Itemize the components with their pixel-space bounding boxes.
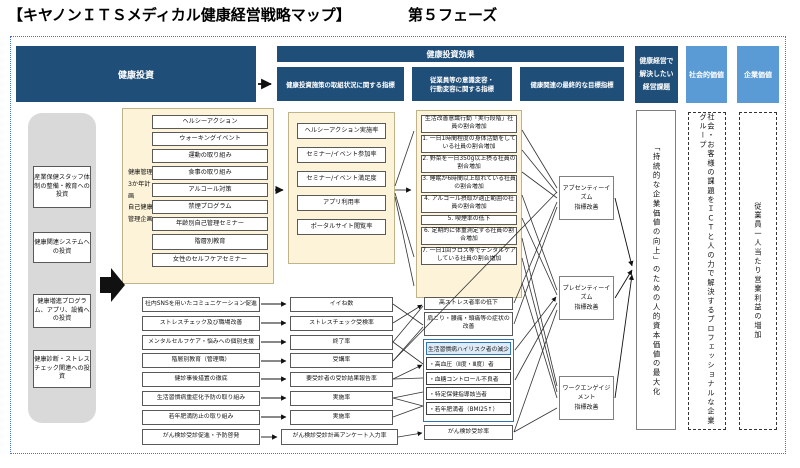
behavior-metric: 4. アルコール摂取が適正範囲の社員の割合増加 (421, 194, 517, 213)
behavior-metric: 6. 定期的に体重測定する社員の割合増加 (421, 226, 517, 245)
corporate-value-text: 従業員一人当たり営業利益の増加 (753, 202, 763, 340)
investment-item-program: 健康増進プログラム、アプリ、設備への投資 (33, 294, 91, 328)
plan-label-line3: 自己健康 (128, 204, 153, 212)
status-metric: アプリ利用率 (297, 195, 386, 211)
goal-line2: 指標改善 (574, 303, 599, 311)
status-metric: セミナー/イベント満足度 (297, 171, 386, 187)
plan-label-line1: 健康管理 (128, 169, 153, 176)
behavior-metric: 生活改善意識行動「実行段階」社員の割合増加 (421, 115, 517, 133)
program-box: 生活習慣病重症化予防の取り組み (142, 391, 260, 406)
plan-item: 階層別教育 (152, 234, 268, 250)
investment-item-checkup: 健康診断・ストレスチェック関連への投資 (33, 350, 91, 388)
header-management-issue: 健康経営で 解決したい 経営課題 (635, 46, 678, 103)
goal-line1: ワークエンゲイジメント (562, 384, 611, 402)
goal-absenteeism: アブセンティーイズム 指標改善 (559, 176, 614, 220)
investment-item-staff: 産業保健スタッフ体制の整備・教育への投資 (33, 166, 91, 208)
plan-items: ヘルシーアクション ウォーキングイベント 運動の取り組み 食事の取り組み アルコ… (152, 115, 268, 267)
behavior-metric: 3. 睡眠が6時間以上取れている社員の割合増加 (421, 174, 517, 193)
goal-engagement: ワークエンゲイジメント 指標改善 (559, 376, 614, 420)
header-corporate-value: 企業価値 (737, 46, 779, 103)
risk-item: ・特定保健指導該当者 (426, 387, 511, 400)
metric-box: がん検診受診計画アンケート入力率 (281, 429, 398, 445)
program-box: メンタルセルフケア・悩みへの個別支援 (142, 335, 260, 350)
goal-line1: アブセンティーイズム (562, 184, 611, 202)
program-box: 階層別教育（管理職） (142, 353, 260, 368)
risk-group-header: 生活習慣病ハイリスク者の減少 (426, 342, 511, 355)
status-metric: ポータルサイト閲覧率 (297, 219, 386, 235)
header-status-metrics: 健康投資施策の取組状況に関する指標 (277, 67, 404, 101)
issue-line2: 解決したい (639, 70, 674, 79)
outcome-symptom: 肩こり・腰痛・頭痛等の症状の改善 (424, 312, 513, 336)
program-box: ストレスチェック及び職場改善 (142, 316, 260, 331)
goal-line1: プレゼンティーイズム (562, 284, 611, 302)
header-goal-metrics: 健康関連の最終的な目標指標 (520, 67, 624, 101)
status-metrics-box: ヘルシーアクション実施率 セミナー/イベント参加率 セミナー/イベント満足度 ア… (288, 112, 395, 264)
goal-presenteeism: プレゼンティーイズム 指標改善 (559, 276, 614, 320)
corporate-value-box: 従業員一人当たり営業利益の増加 (739, 112, 777, 430)
metric-box: 実施率 (290, 391, 393, 406)
behavior-metric: 7. 一日1回フロス等でデンタルケアしている社員の割合増加 (421, 246, 517, 265)
header-social-value: 社会的価値 (686, 46, 727, 103)
metric-box: 要受診者の受診結果報告率 (290, 372, 393, 387)
metric-box: 終了率 (290, 335, 393, 350)
human-capital-box: 「持続的な企業価値の向上」のための人的資本価値の最大化 (636, 110, 676, 430)
risk-item: ・若年肥満者（BMI25↑） (426, 402, 511, 415)
plan-item: ヘルシーアクション (152, 115, 268, 129)
issue-line3: 経営課題 (642, 82, 671, 91)
metric-box: ストレスチェック受検率 (290, 316, 393, 331)
plan-label: 健康管理 3か年計画 自己健康 管理企画 (128, 167, 154, 226)
human-capital-text: 「持続的な企業価値の向上」のための人的資本価値の最大化 (652, 143, 662, 397)
risk-item: ・血糖コントロール不良者 (426, 372, 511, 385)
plan-item: 食事の取り組み (152, 166, 268, 180)
plan-item: 禁煙プログラム (152, 200, 268, 214)
map-frame (10, 36, 786, 454)
metric-box: 受講率 (290, 353, 393, 368)
plan-box: 健康管理 3か年計画 自己健康 管理企画 ヘルシーアクション ウォーキングイベン… (122, 108, 274, 284)
plan-item: ウォーキングイベント (152, 132, 268, 146)
investment-column: 産業保健スタッフ体制の整備・教育への投資 健康関連システムへの投資 健康増進プロ… (28, 113, 96, 423)
header-behavior-metrics: 従業員等の意識変容・ 行動変容に関する指標 (412, 67, 512, 101)
plan-item: 年齢別自己管理セミナー (152, 217, 268, 231)
behavior-metrics-box: 生活改善意識行動「実行段階」社員の割合増加 1. 一日1時間程度の身体活動をして… (416, 110, 522, 298)
header-investment: 健康投資 (16, 46, 256, 102)
behavior-metric: 2. 野菜を一日350g以上摂る社員の割合増加 (421, 154, 517, 173)
header-behavior-line1: 従業員等の意識変容・ (430, 76, 494, 84)
header-behavior-line2: 行動変容に関する指標 (430, 85, 494, 93)
metric-box: イイね数 (290, 297, 393, 312)
social-value-box: 社会・お客様の課題をＩＣＴと人の力で解決するプロフェッショナルな企業グループ (688, 112, 726, 430)
program-box: 社内SNSを用いたコミュニケーション促進 (142, 297, 260, 312)
program-box: 若年肥満防止の取り組み (142, 410, 260, 425)
status-metric: セミナー/イベント参加率 (297, 147, 386, 163)
program-box: がん検診受診促進・予防啓発 (142, 429, 260, 445)
header-effect: 健康投資効果 (277, 46, 624, 62)
goal-line2: 指標改善 (574, 203, 599, 211)
behavior-metric: 1. 一日1時間程度の身体活動をしている社員の割合増加 (421, 134, 517, 153)
goal-line2: 指標改善 (574, 403, 599, 411)
outcome-stress: 高ストレス者率の低下 (424, 297, 513, 310)
risk-group: 生活習慣病ハイリスク者の減少 ・高血圧（Ⅱ度・Ⅲ度）者 ・血糖コントロール不良者… (423, 339, 514, 422)
risk-item: ・高血圧（Ⅱ度・Ⅲ度）者 (426, 357, 511, 370)
status-metric: ヘルシーアクション実施率 (297, 123, 386, 139)
plan-label-line2: 3か年計画 (128, 180, 151, 200)
page-title: 【キヤノンＩＴＳメディカル健康経営戦略マップ】 (8, 6, 351, 24)
issue-line1: 健康経営で (639, 57, 674, 66)
outcome-cancer: がん検診受診率 (424, 425, 513, 440)
plan-item: アルコール対策 (152, 183, 268, 197)
plan-item: 女性のセルフケアセミナー (152, 253, 268, 267)
metric-box: 実施率 (290, 410, 393, 425)
behavior-metric: 5. 喫煙率の低下 (421, 214, 517, 225)
title-row: 【キヤノンＩＴＳメディカル健康経営戦略マップ】 第５フェーズ (8, 4, 792, 25)
program-box: 健診事後措置の徹底 (142, 372, 260, 387)
investment-item-system: 健康関連システムへの投資 (33, 232, 91, 263)
plan-label-line4: 管理企画 (128, 216, 153, 224)
plan-item: 運動の取り組み (152, 149, 268, 163)
social-value-text: 社会・お客様の課題をＩＣＴと人の力で解決するプロフェッショナルな企業グループ (699, 113, 716, 426)
phase-label: 第５フェーズ (408, 6, 498, 24)
